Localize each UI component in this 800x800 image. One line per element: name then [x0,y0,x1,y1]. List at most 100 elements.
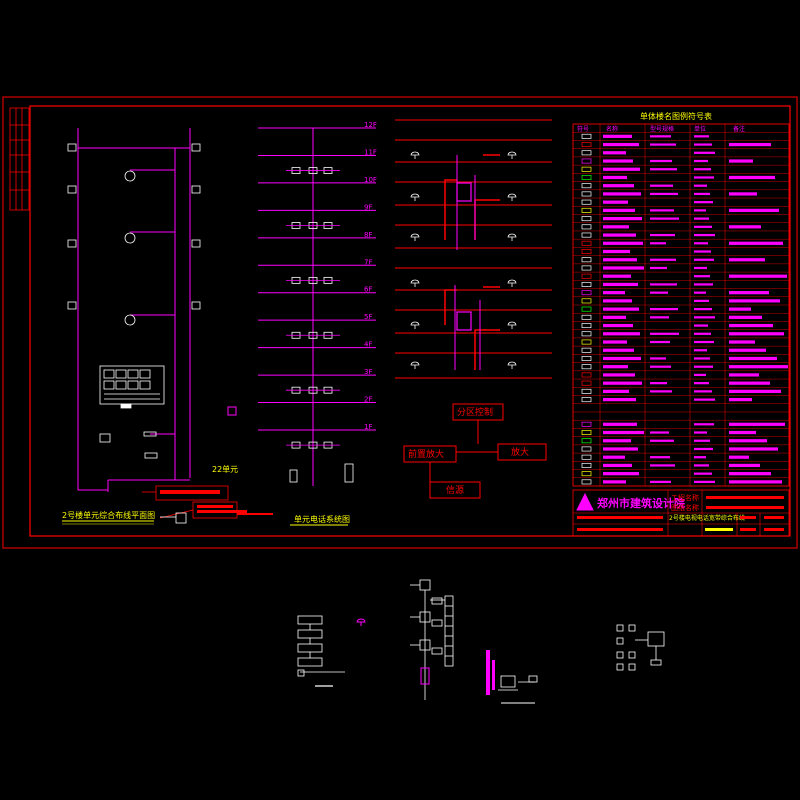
legend-remark-text [729,208,779,212]
floor-plan-title: 2号楼单元综合布线平面图 [62,510,155,520]
detail-telephone-panel [410,579,454,700]
legend-symbol-icon [581,356,592,361]
legend-name-text [603,447,638,451]
legend-name-text [603,480,626,484]
floor-label: 7F [364,258,372,266]
legend-unit-text [694,217,709,220]
legend-remark-text [729,307,751,311]
legend-name-text [603,365,628,369]
legend-spec-text [650,184,673,187]
legend-remark-text [729,225,761,229]
distribution-box [99,365,165,459]
legend-name-text [603,373,635,377]
legend-spec-text [650,233,675,237]
leader-text-marks [160,490,273,515]
leader-notes [142,485,238,519]
legend-symbol-icon [581,265,592,271]
legend-unit-text [694,176,714,179]
legend-symbol-icon [581,232,592,238]
legend-symbol-icon [581,306,592,312]
title-block-marks [577,496,784,531]
floor-label: 5F [364,313,372,321]
legend-spec-text [650,464,675,467]
legend-symbol-icon [581,191,592,197]
legend-symbol-icon [581,454,592,460]
floor-label: 1F [364,423,372,431]
legend-spec-text [650,431,669,434]
legend-symbol-icon [581,290,592,296]
legend-symbol-icon [581,175,592,180]
legend-spec-text [650,135,671,138]
legend-name-text [603,356,641,361]
legend-name-text [603,134,632,138]
legend-symbol-icon [581,298,592,304]
legend-name-text [603,291,625,295]
legend-name-text [603,323,633,328]
tv-outlet-icon [507,151,517,156]
legend-spec-text [650,217,679,220]
unit-label: 22单元 [212,464,238,474]
small-device-box [227,406,237,416]
tv-outlet-icon [410,233,420,238]
legend-symbol-icon [581,133,592,139]
legend-symbol-icon [581,479,592,485]
legend-unit-text [694,324,708,327]
legend-spec-text [650,143,676,146]
legend-spec-text [650,168,677,171]
legend-unit-text [694,151,715,154]
legend-remark-text [729,274,787,278]
legend-symbol-icon [581,142,592,148]
tv-outlet-icon [507,361,517,366]
legend-unit-text [694,225,712,228]
detail-tv-outlet-icon [356,618,366,626]
legend-name-text [603,192,641,196]
legend-unit-text [694,242,708,245]
legend-unit-text [694,365,713,368]
legend-remark-text [729,472,771,476]
legend-name-text [603,332,640,336]
legend-name-text [603,282,638,287]
legend-unit-text [694,192,710,196]
legend-spec-text [650,266,667,270]
floor-plan: 22单元 2号楼单元综合布线平面图 [62,128,273,525]
legend-remark-text [729,389,781,393]
riser-base-devices [289,463,354,483]
legend-spec-text [650,192,678,196]
legend-spec-text [650,159,672,163]
legend-spec-text [650,308,678,311]
tv-outlet-icon [507,193,517,198]
legend-spec-text [650,382,667,385]
legend-symbol-icon [581,364,592,370]
legend-unit-text [694,357,710,360]
legend-remark-text [729,463,760,468]
legend-symbol-icon [581,339,592,345]
legend-unit-text [694,233,715,237]
legend-unit-text [694,299,709,302]
legend-header-cell: 备注 [733,125,745,133]
front-amp-block-label: 前置放大 [408,448,444,460]
legend-symbol-icon [581,224,592,230]
legend-symbol-icon [581,199,592,205]
legend-name-text [603,381,642,385]
legend-unit-text [694,340,714,344]
legend-name-text [603,167,640,171]
tv-outlet-icon [507,321,517,326]
legend-unit-text [694,184,707,187]
legend-remark-text [729,398,752,402]
floor-label: 2F [364,396,372,404]
legend-name-text [603,249,630,254]
legend-name-text [603,266,644,270]
floor-label: 12F [364,121,377,129]
legend-spec-text [650,456,670,459]
legend-unit-text [694,308,712,311]
legend-unit-text [694,316,715,319]
institute-name: 郑州市建筑设计院 [597,496,685,510]
legend-name-text [603,217,642,221]
amplifier-block-label: 放大 [511,446,529,458]
tv-outlet-icon [507,279,517,284]
drawing-frame [2,96,798,549]
legend-name-text [603,151,626,155]
legend-unit-text [694,373,706,377]
